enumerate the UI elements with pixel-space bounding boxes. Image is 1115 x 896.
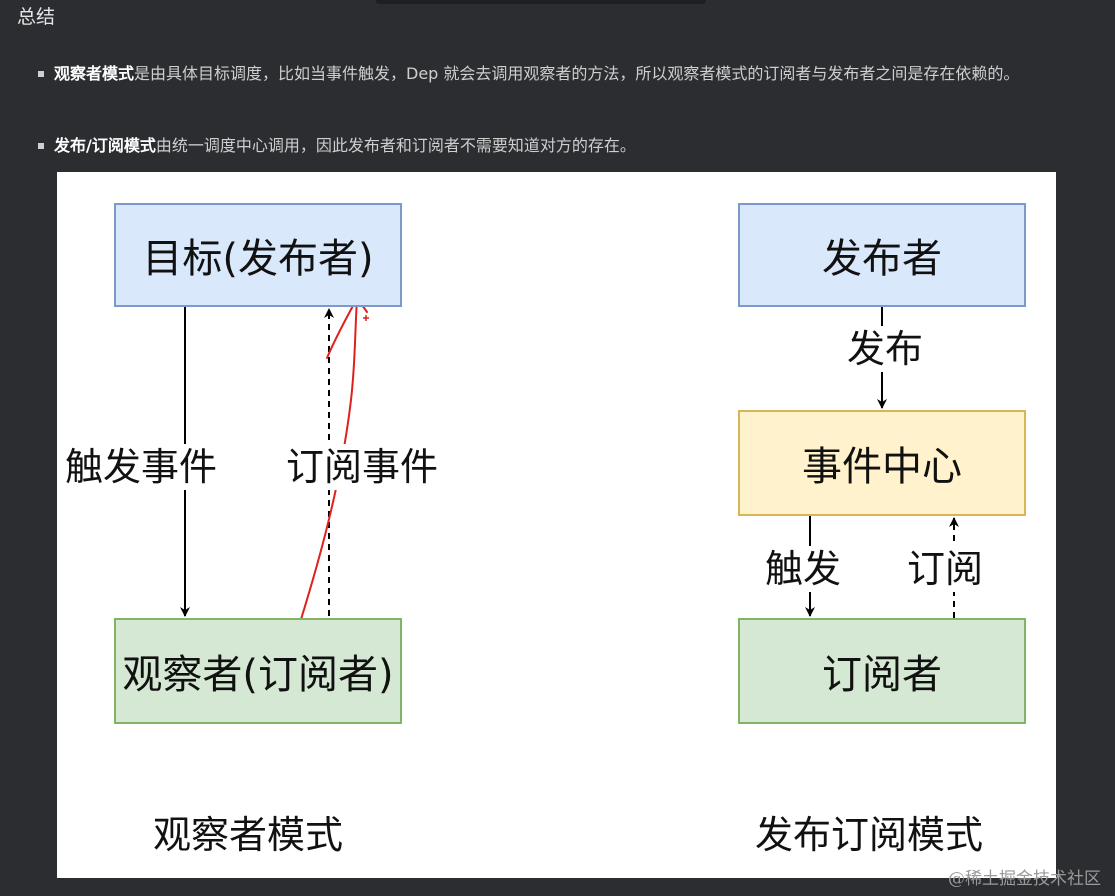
red-annotation-arrowhead — [326, 297, 368, 359]
subscribe-label: 订阅 — [907, 546, 984, 592]
event-center-box: 事件中心 — [738, 410, 1026, 516]
bullet-content: 发布/订阅模式由统一调度中心调用，因此发布者和订阅者不需要知道对方的存在。 — [54, 131, 1068, 161]
bullet-bold: 观察者模式 — [54, 64, 135, 83]
watermark: @稀土掘金技术社区 — [948, 869, 1101, 889]
bullet-marker — [38, 71, 44, 77]
bullet-marker — [38, 143, 44, 149]
bullet-bold: 发布/订阅模式 — [54, 136, 156, 155]
section-title: 总结 — [17, 6, 56, 28]
bullet-content: 观察者模式是由具体目标调度，比如当事件触发，Dep 就会去调用观察者的方法，所以… — [54, 59, 1068, 89]
publish-label: 发布 — [847, 326, 924, 372]
diagram-canvas: 目标(发布者) 观察者(订阅者) 发布者 事件中心 订阅者 触发事件 订阅事件 … — [57, 172, 1056, 878]
publisher-box: 发布者 — [738, 203, 1026, 307]
observer-pattern-caption: 观察者模式 — [153, 813, 344, 857]
bullet-text: 是由具体目标调度，比如当事件触发，Dep 就会去调用观察者的方法，所以观察者模式… — [134, 64, 1020, 83]
bullet-observer: 观察者模式是由具体目标调度，比如当事件触发，Dep 就会去调用观察者的方法，所以… — [38, 59, 1068, 89]
red-annotation-stroke — [291, 297, 358, 649]
window-top-notch — [376, 0, 706, 4]
bullet-pubsub: 发布/订阅模式由统一调度中心调用，因此发布者和订阅者不需要知道对方的存在。 — [38, 131, 1068, 161]
subscribe-event-label: 订阅事件 — [286, 444, 439, 490]
bullet-text: 由统一调度中心调用，因此发布者和订阅者不需要知道对方的存在。 — [155, 136, 636, 155]
observer-subscriber-box: 观察者(订阅者) — [114, 618, 402, 724]
trigger-label: 触发 — [765, 546, 842, 592]
red-annotation-mark — [363, 315, 369, 321]
subscriber-box: 订阅者 — [738, 618, 1026, 724]
pubsub-pattern-caption: 发布订阅模式 — [755, 813, 984, 857]
target-publisher-box: 目标(发布者) — [114, 203, 402, 307]
trigger-event-label: 触发事件 — [65, 444, 218, 490]
